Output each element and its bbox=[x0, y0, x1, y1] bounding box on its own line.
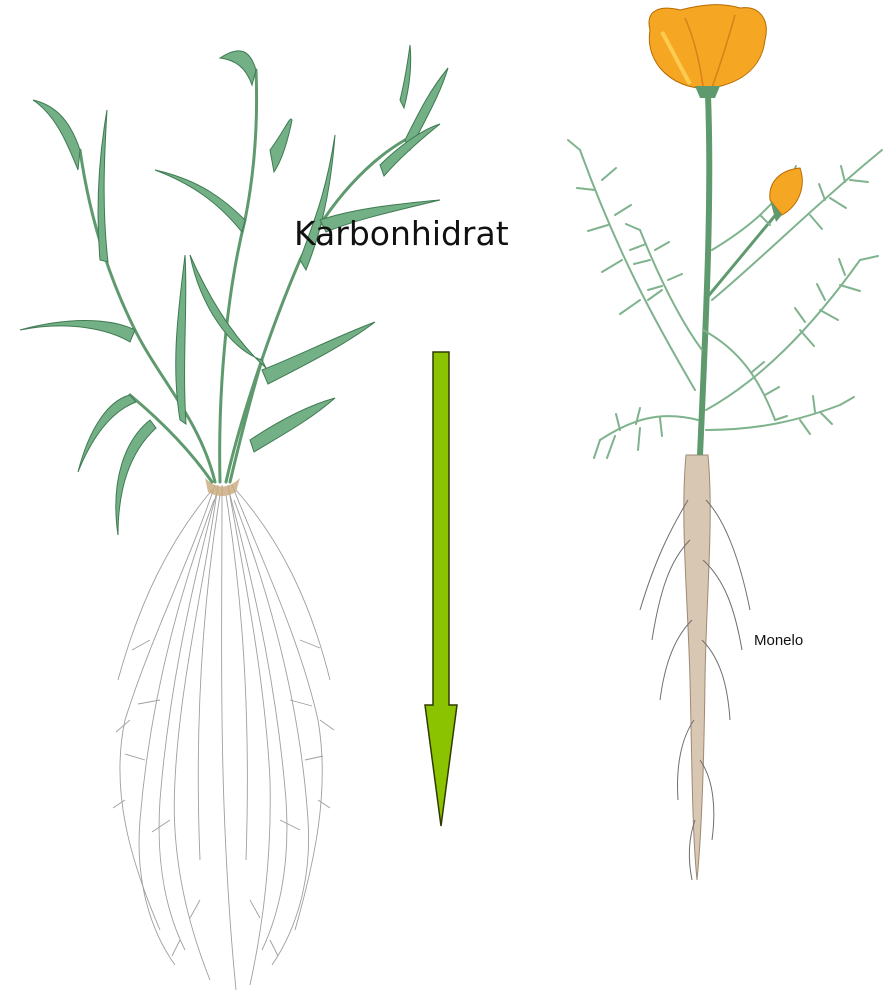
down-arrow bbox=[425, 352, 457, 826]
taproot-label: Monelo bbox=[754, 632, 803, 649]
poppy-stem bbox=[700, 95, 709, 455]
carbohydrate-arrow-label: Karbonhidrat bbox=[294, 214, 509, 253]
grass-stems bbox=[80, 70, 405, 482]
fibrous-root-system bbox=[113, 485, 334, 990]
poppy-plant-illustration bbox=[568, 5, 882, 880]
poppy-foliage bbox=[568, 140, 882, 458]
poppy-flower bbox=[649, 5, 766, 98]
poppy-bud bbox=[770, 168, 802, 222]
grass-plant-illustration bbox=[20, 45, 448, 990]
taproot-system bbox=[640, 455, 750, 880]
